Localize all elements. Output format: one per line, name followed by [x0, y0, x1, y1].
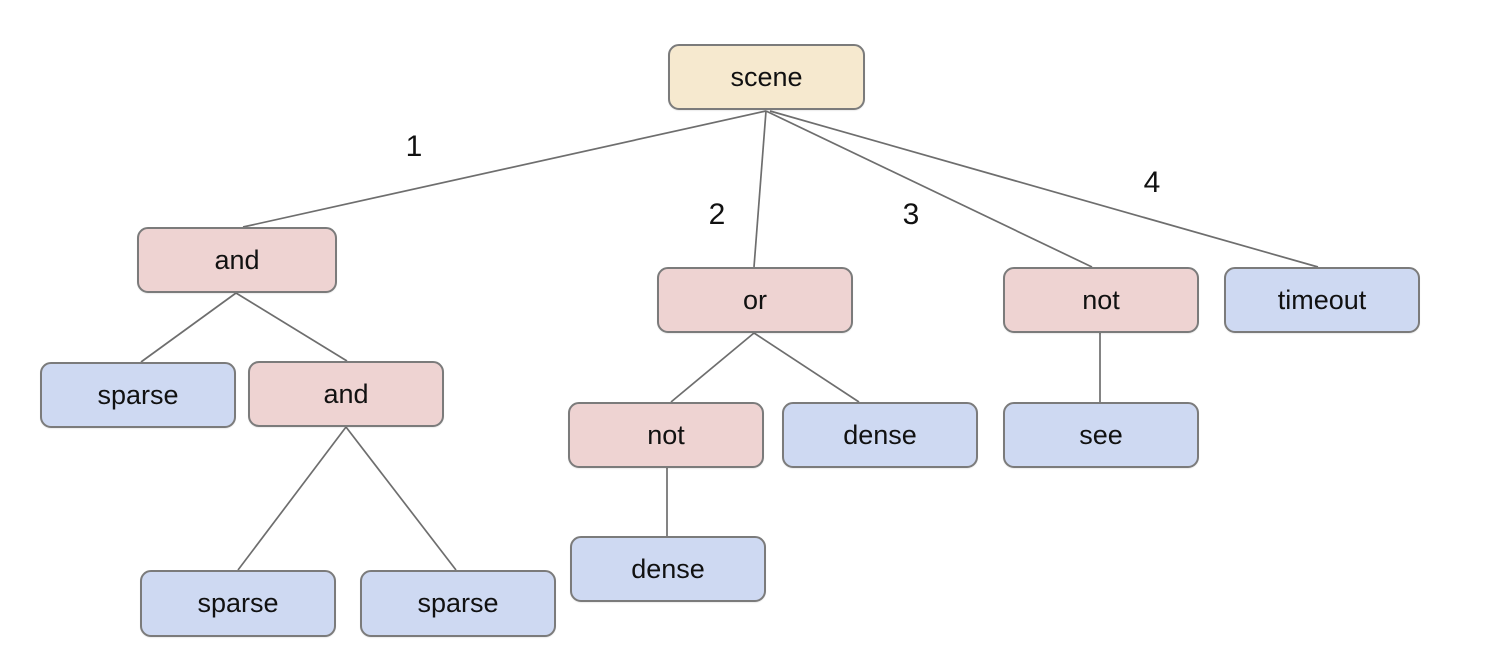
edge-label-not-1: 3: [902, 198, 920, 231]
tree-node-see-1: see: [1003, 402, 1199, 468]
edge-scene-to-or-1: [753, 110, 767, 268]
edge-or-1-to-not-2: [670, 332, 755, 403]
edge-label-timeout-1: 4: [1143, 166, 1161, 199]
tree-node-not-2: not: [568, 402, 764, 468]
edge-scene-to-not-1: [765, 110, 1093, 268]
tree-node-and-1: and: [137, 227, 337, 293]
tree-node-or-1: or: [657, 267, 853, 333]
edge-and-1-to-sparse-1: [140, 292, 237, 363]
edge-and-1-to-and-2: [235, 292, 348, 362]
tree-node-scene: scene: [668, 44, 865, 110]
tree-node-and-2: and: [248, 361, 444, 427]
tree-node-sparse-1: sparse: [40, 362, 236, 428]
tree-node-timeout-1: timeout: [1224, 267, 1420, 333]
tree-node-dense-1: dense: [782, 402, 978, 468]
edge-or-1-to-dense-1: [753, 332, 860, 403]
tree-node-not-1: not: [1003, 267, 1199, 333]
edge-and-2-to-sparse-2: [237, 426, 347, 571]
tree-node-sparse-3: sparse: [360, 570, 556, 637]
edge-label-or-1: 2: [708, 198, 726, 231]
tree-node-sparse-2: sparse: [140, 570, 336, 637]
edge-scene-to-timeout-1: [769, 110, 1319, 268]
edge-and-2-to-sparse-3: [345, 426, 457, 571]
edge-label-and-1: 1: [405, 130, 423, 163]
edge-scene-to-and-1: [242, 110, 767, 228]
tree-node-dense-2: dense: [570, 536, 766, 602]
